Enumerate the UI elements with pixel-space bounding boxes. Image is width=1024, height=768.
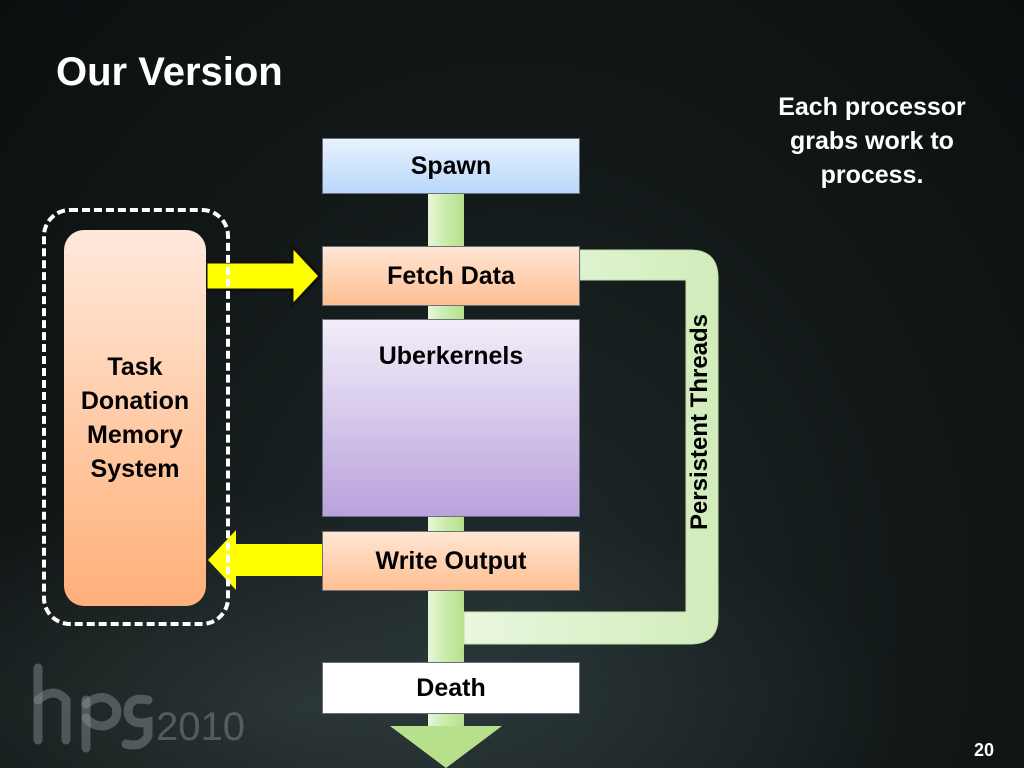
spawn-node: Spawn: [322, 138, 580, 194]
task-system-frame: [42, 208, 230, 626]
write-output-node: Write Output: [322, 531, 580, 591]
task-donation-label: Task Donation Memory System: [80, 353, 190, 483]
flow-arrowhead-down: [390, 726, 502, 768]
slide-note: Each processor grabs work to process.: [778, 93, 966, 189]
svg-text:2010: 2010: [156, 705, 245, 749]
uberkernels-node: Uberkernels: [322, 319, 580, 517]
fetch-data-label: Fetch Data: [387, 261, 515, 290]
uberkernels-label: Uberkernels: [378, 342, 524, 370]
write-output-label: Write Output: [375, 546, 527, 575]
hpg-2010-logo: 2010: [33, 663, 245, 753]
death-label: Death: [416, 673, 486, 702]
spawn-label: Spawn: [410, 151, 492, 180]
output-arrow: [208, 530, 322, 590]
fetch-arrow: [204, 242, 323, 310]
death-node: Death: [322, 662, 580, 714]
fetch-data-node: Fetch Data: [322, 246, 580, 306]
persistent-threads-label: Persistent Threads: [686, 313, 713, 531]
task-donation-memory-system: Task Donation Memory System: [64, 230, 206, 606]
slide-title: Our Version: [56, 50, 283, 94]
page-number: 20: [974, 740, 995, 760]
persistent-threads-loop: [463, 249, 719, 645]
